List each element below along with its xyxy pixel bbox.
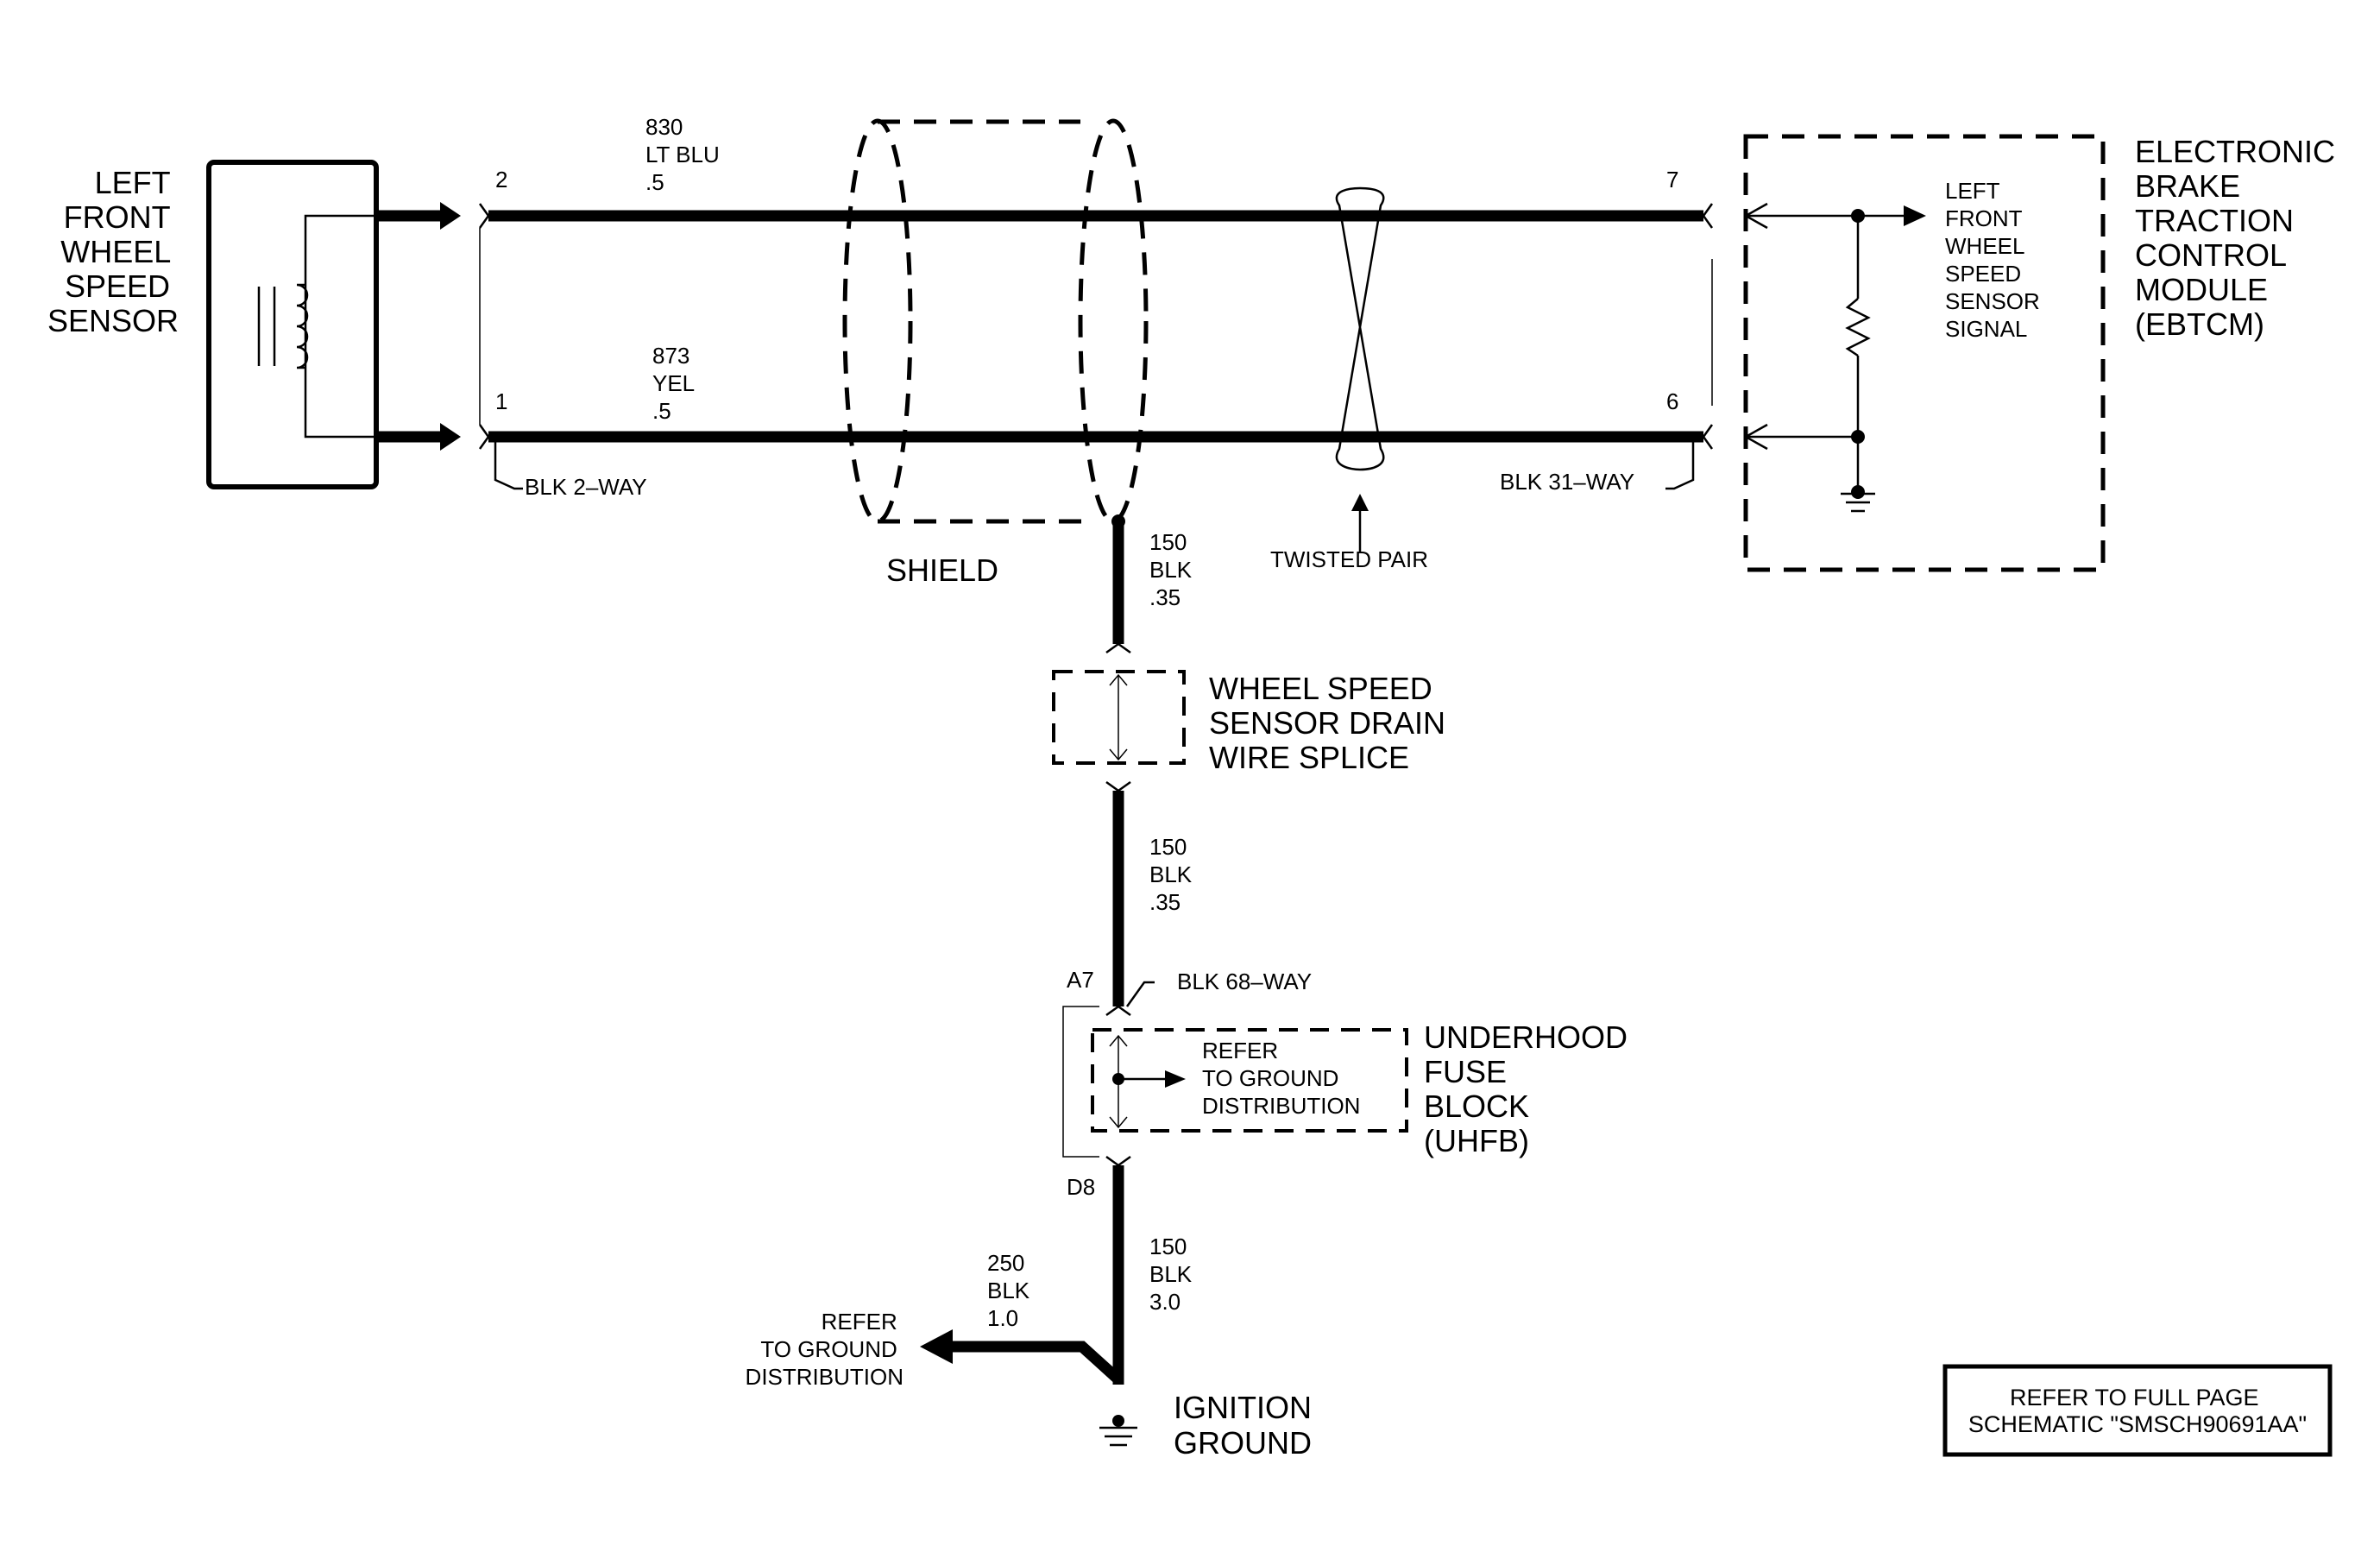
fuse-block-box — [1091, 1028, 1408, 1133]
shield — [842, 118, 1149, 524]
twisted-pair-label: TWISTED PAIR — [1270, 546, 1428, 572]
module-signal-label: LEFT FRONT WHEEL SPEED SENSOR SIGNAL — [1945, 178, 2046, 342]
pin-fuse-bottom: D8 — [1067, 1174, 1095, 1200]
drain-wire-splice — [1052, 670, 1186, 765]
pin-module-top: 7 — [1666, 167, 1678, 192]
splice-label: WHEEL SPEED SENSOR DRAIN WIRE SPLICE — [1209, 671, 1454, 775]
ignition-ground-icon — [1099, 1415, 1137, 1447]
shield-label: SHIELD — [886, 552, 998, 588]
connector-sensor: BLK 2–WAY — [525, 474, 647, 500]
twisted-pair — [1335, 186, 1385, 552]
fuse-block-refer: REFER TO GROUND DISTRIBUTION — [1202, 1038, 1360, 1119]
drain-wire-1-label: 150 BLK .35 — [1149, 529, 1198, 610]
connector-fuse-block: BLK 68–WAY — [1177, 969, 1312, 994]
module-name: ELECTRONIC BRAKE TRACTION CONTROL MODULE… — [2135, 134, 2344, 342]
sensor-coil-icon — [257, 214, 376, 439]
wire-873-label: 873 YEL .5 — [652, 343, 700, 424]
wheel-speed-sensor: LEFT FRONT WHEEL SPEED SENSOR — [47, 160, 379, 489]
branch-wire — [920, 1329, 1123, 1384]
ground-wire-label: 150 BLK 3.0 — [1149, 1234, 1198, 1315]
pin-fuse-top: A7 — [1067, 967, 1094, 993]
connector-module: BLK 31–WAY — [1500, 469, 1634, 495]
drain-wire-1 — [1105, 521, 1131, 654]
branch-wire-label: 250 BLK 1.0 — [987, 1250, 1036, 1331]
wire-873 — [478, 424, 1714, 450]
schematic-note: REFER TO FULL PAGE SCHEMATIC "SMSCH90691… — [1968, 1385, 2307, 1437]
drain-wire-2 — [1105, 780, 1131, 1017]
branch-refer: REFER TO GROUND DISTRIBUTION — [746, 1309, 904, 1390]
fuse-block-name: UNDERHOOD FUSE BLOCK (UHFB) — [1424, 1019, 1636, 1158]
wire-830 — [478, 203, 1714, 229]
wire-830-label: 830 LT BLU .5 — [645, 114, 726, 195]
schematic-note-box — [1942, 1364, 2333, 1457]
pin-sensor-top: 2 — [495, 167, 507, 192]
ignition-ground-label: IGNITION GROUND — [1174, 1390, 1320, 1461]
module-internal — [1743, 202, 1926, 513]
pin-module-bottom: 6 — [1666, 388, 1678, 414]
drain-wire-2-label: 150 BLK .35 — [1149, 834, 1198, 915]
ground-wire — [1105, 1155, 1131, 1385]
pin-sensor-bottom: 1 — [495, 388, 507, 414]
module-box — [1743, 134, 2106, 572]
sensor-connector-arrows — [376, 202, 461, 451]
fuse-block-internal — [1109, 1034, 1186, 1129]
sensor-name: LEFT FRONT WHEEL SPEED SENSOR — [47, 165, 179, 338]
